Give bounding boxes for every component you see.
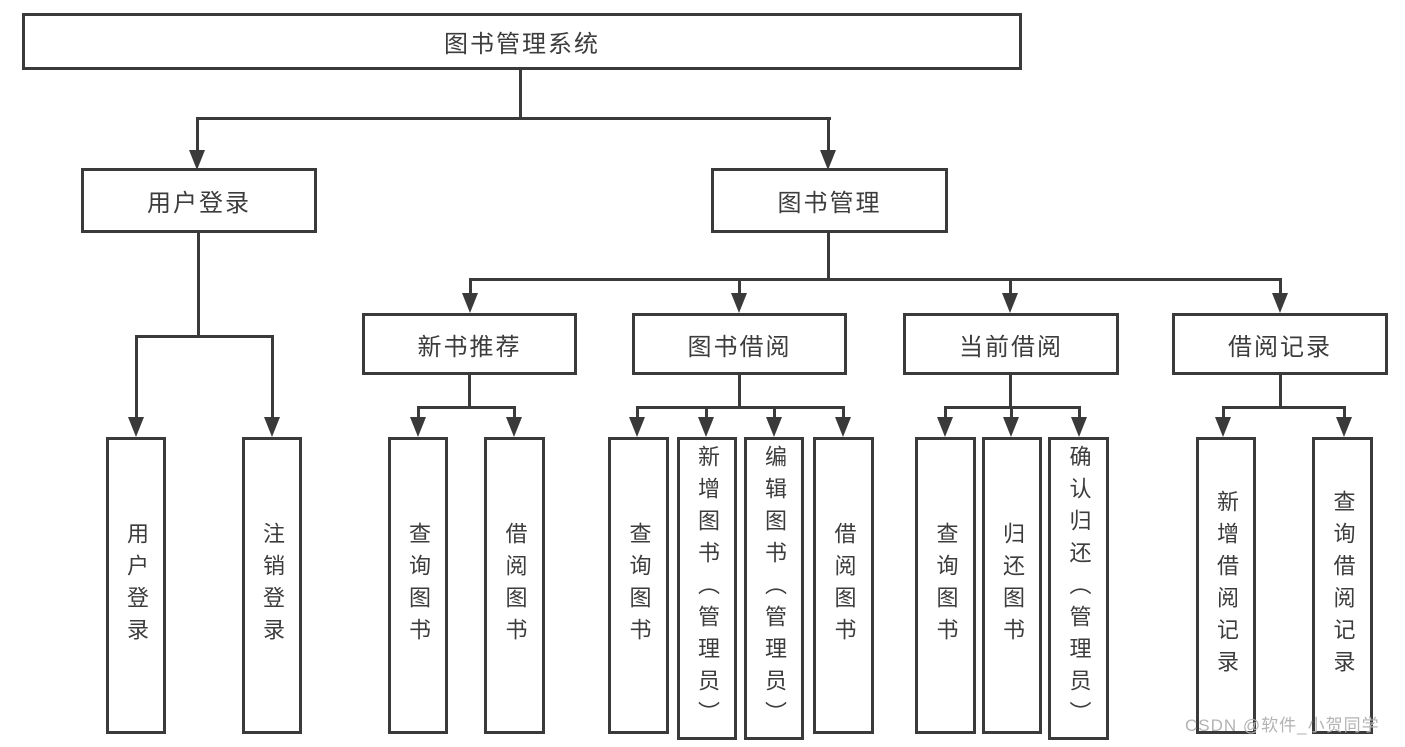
connector-borrow-records-stem xyxy=(1279,375,1282,406)
arrowhead-to-leaf-logout xyxy=(264,417,280,437)
leaf-query-books-current-label: 查询图书 xyxy=(933,521,959,650)
arrowhead-to-leaf-add-record xyxy=(1215,417,1231,437)
arrowhead-to-leaf-login xyxy=(128,417,144,437)
arrowhead-to-current-borrow xyxy=(1002,293,1018,313)
connector-to-leaf-query-2 xyxy=(636,406,639,419)
arrowhead-to-leaf-return xyxy=(1003,417,1019,437)
connector-to-user-login xyxy=(196,117,199,152)
connector-to-leaf-add-book xyxy=(705,406,708,419)
connector-book-borrow-bar xyxy=(636,406,845,409)
leaf-query-borrow-record-label: 查询借阅记录 xyxy=(1330,489,1356,682)
arrowhead-to-leaf-confirm-return xyxy=(1071,417,1087,437)
arrowhead-to-book-borrow xyxy=(731,293,747,313)
leaf-user-login-label: 用户登录 xyxy=(124,521,149,650)
connector-to-book-management xyxy=(827,117,830,152)
connector-to-leaf-query-3 xyxy=(944,406,947,419)
connector-to-leaf-return xyxy=(1010,406,1013,419)
connector-to-leaf-borrow-2 xyxy=(842,406,845,419)
connector-to-leaf-login xyxy=(135,335,138,419)
connector-to-borrow-records xyxy=(1279,278,1282,295)
connector-to-book-borrow xyxy=(738,278,741,295)
node-book-borrow: 图书借阅 xyxy=(632,313,847,375)
leaf-add-borrow-record-label: 新增借阅记录 xyxy=(1214,489,1239,682)
node-book-management-label: 图书管理 xyxy=(777,190,882,217)
leaf-confirm-return-admin: 确认归还（管理员） xyxy=(1048,437,1109,740)
leaf-add-book-admin-label: 新增图书（管理员） xyxy=(695,444,720,733)
leaf-query-books-current: 查询图书 xyxy=(915,437,976,734)
leaf-borrow-books-recommend-label: 借阅图书 xyxy=(502,521,528,650)
connector-to-leaf-add-record xyxy=(1222,406,1225,419)
arrowhead-to-user-login xyxy=(189,150,205,170)
leaf-query-books-borrow-label: 查询图书 xyxy=(626,521,652,650)
node-borrow-records-label: 借阅记录 xyxy=(1228,333,1332,361)
arrowhead-to-leaf-add-book xyxy=(698,417,714,437)
node-user-login-label: 用户登录 xyxy=(147,190,251,217)
connector-book-management-bar xyxy=(469,278,1282,281)
leaf-user-login: 用户登录 xyxy=(106,437,166,734)
node-root-label: 图书管理系统 xyxy=(444,31,600,58)
connector-to-leaf-query-1 xyxy=(417,406,420,419)
connector-new-book-stem xyxy=(468,375,471,406)
leaf-return-books-label: 归还图书 xyxy=(1000,521,1025,650)
arrowhead-to-leaf-borrow-2 xyxy=(835,417,851,437)
node-current-borrow: 当前借阅 xyxy=(903,313,1119,375)
connector-to-current-borrow xyxy=(1009,278,1012,295)
arrowhead-to-leaf-query-3 xyxy=(937,417,953,437)
leaf-add-borrow-record: 新增借阅记录 xyxy=(1196,437,1256,734)
arrowhead-to-new-book xyxy=(462,293,478,313)
node-new-book-recommend-label: 新书推荐 xyxy=(417,333,522,361)
node-root-system: 图书管理系统 xyxy=(22,13,1022,70)
node-user-login: 用户登录 xyxy=(81,168,317,233)
connector-book-borrow-stem xyxy=(738,375,741,406)
connector-current-borrow-stem xyxy=(1009,375,1012,406)
node-borrow-records: 借阅记录 xyxy=(1172,313,1388,375)
connector-new-book-bar xyxy=(417,406,516,409)
csdn-watermark: CSDN @软件_小贺同学 xyxy=(1185,716,1380,735)
arrowhead-to-borrow-records xyxy=(1272,293,1288,313)
leaf-query-borrow-record: 查询借阅记录 xyxy=(1312,437,1373,734)
leaf-add-book-admin: 新增图书（管理员） xyxy=(677,437,737,740)
connector-user-login-stem xyxy=(197,233,200,335)
connector-borrow-records-bar xyxy=(1222,406,1346,409)
node-book-management: 图书管理 xyxy=(711,168,948,233)
connector-root-bar xyxy=(196,117,831,120)
leaf-borrow-books-recommend: 借阅图书 xyxy=(484,437,545,734)
leaf-edit-book-admin: 编辑图书（管理员） xyxy=(744,437,804,740)
connector-to-leaf-logout xyxy=(271,335,274,419)
connector-to-leaf-confirm-return xyxy=(1078,406,1081,419)
leaf-borrow-books-2: 借阅图书 xyxy=(813,437,874,734)
arrowhead-to-leaf-query-1 xyxy=(410,417,426,437)
leaf-return-books: 归还图书 xyxy=(982,437,1042,734)
leaf-confirm-return-admin-label: 确认归还（管理员） xyxy=(1066,444,1092,733)
leaf-query-books-recommend: 查询图书 xyxy=(388,437,448,734)
leaf-logout: 注销登录 xyxy=(242,437,302,734)
arrowhead-to-book-management xyxy=(820,150,836,170)
leaf-borrow-books-2-label: 借阅图书 xyxy=(831,521,857,650)
connector-user-login-bar xyxy=(135,335,274,338)
connector-root-stem xyxy=(519,70,522,117)
connector-to-leaf-edit-book xyxy=(773,406,776,419)
node-current-borrow-label: 当前借阅 xyxy=(959,333,1063,361)
leaf-edit-book-admin-label: 编辑图书（管理员） xyxy=(762,444,787,733)
connector-book-management-stem xyxy=(827,233,830,278)
connector-to-new-book xyxy=(469,278,472,295)
arrowhead-to-leaf-edit-book xyxy=(766,417,782,437)
arrowhead-to-leaf-borrow-1 xyxy=(506,417,522,437)
arrowhead-to-leaf-query-record xyxy=(1336,417,1352,437)
leaf-query-books-borrow: 查询图书 xyxy=(608,437,669,734)
node-new-book-recommend: 新书推荐 xyxy=(362,313,577,375)
leaf-logout-label: 注销登录 xyxy=(260,521,285,650)
leaf-query-books-recommend-label: 查询图书 xyxy=(406,521,431,650)
connector-to-leaf-query-record xyxy=(1343,406,1346,419)
node-book-borrow-label: 图书借阅 xyxy=(687,333,792,361)
connector-to-leaf-borrow-1 xyxy=(513,406,516,419)
arrowhead-to-leaf-query-2 xyxy=(629,417,645,437)
